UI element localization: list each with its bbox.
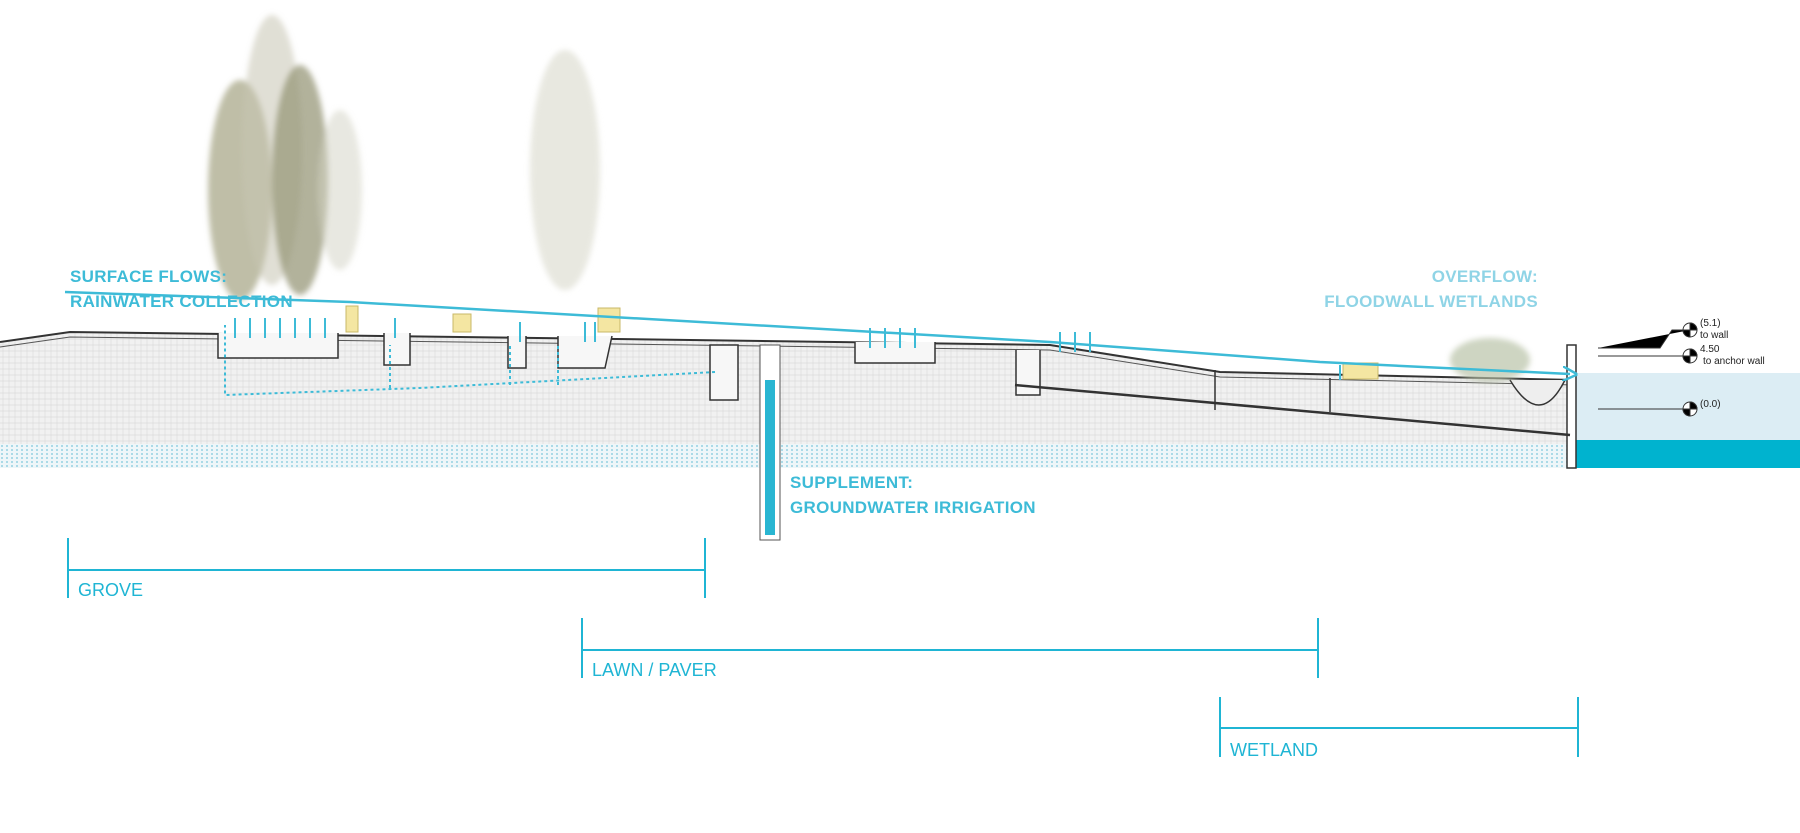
elevation-anchor-wall: 4.50 to anchor wall	[1700, 344, 1765, 368]
label-title: SUPPLEMENT:	[790, 473, 914, 492]
groundwater-band	[0, 444, 1575, 468]
label-title: SURFACE FLOWS:	[70, 267, 228, 286]
label-title: OVERFLOW:	[1431, 267, 1538, 286]
zone-bracket-wetland	[1219, 697, 1579, 757]
surface-flow-line	[64, 290, 1570, 374]
label-subtitle: FLOODWALL WETLANDS	[1324, 292, 1538, 311]
supplement-label: SUPPLEMENT: GROUNDWATER IRRIGATION	[790, 470, 1036, 520]
zone-label-lawn-paver: LAWN / PAVER	[592, 660, 717, 680]
trees	[208, 15, 600, 300]
zone-label-grove: GROVE	[78, 580, 144, 600]
elevation-note: to anchor wall	[1703, 356, 1765, 367]
label-subtitle: RAINWATER COLLECTION	[70, 292, 293, 311]
label-subtitle: GROUNDWATER IRRIGATION	[790, 498, 1036, 517]
elevation-note: to wall	[1700, 330, 1729, 341]
elevation-value: (5.1)	[1700, 318, 1721, 329]
elevation-value: (0.0)	[1700, 399, 1721, 410]
tieback-anchor	[1014, 383, 1571, 437]
water-deep	[1575, 440, 1800, 468]
surface-flows-label: SURFACE FLOWS: RAINWATER COLLECTION	[70, 264, 293, 314]
elevation-value: 4.50	[1700, 344, 1720, 355]
zone-bracket-grove	[67, 538, 706, 598]
zone-bracket-lawn	[581, 618, 1319, 678]
elevation-datum: (0.0)	[1700, 399, 1721, 411]
zone-label-wetland: WETLAND	[1230, 740, 1319, 760]
overflow-label: OVERFLOW: FLOODWALL WETLANDS	[1324, 264, 1538, 314]
subsurface-flow	[224, 325, 716, 397]
groundwater-well	[759, 344, 781, 541]
elevation-wall: (5.1) to wall	[1700, 318, 1728, 342]
elevation-markers	[1598, 322, 1698, 417]
